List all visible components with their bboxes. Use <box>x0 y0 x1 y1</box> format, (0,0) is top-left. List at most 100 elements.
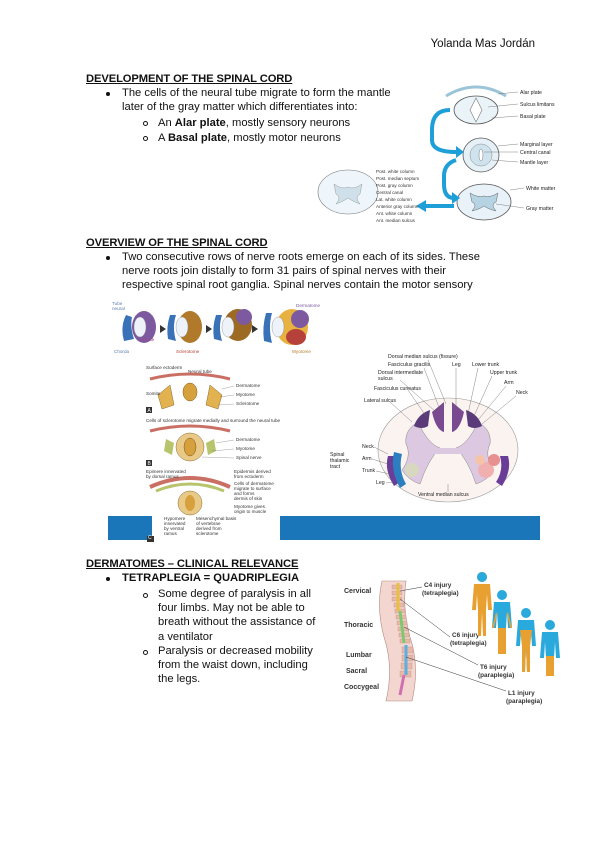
svg-text:Cells of dermatome: Cells of dermatome <box>234 481 274 486</box>
svg-text:T6 injury: T6 injury <box>480 664 507 671</box>
svg-text:B: B <box>148 461 152 467</box>
section-heading-overview: OVERVIEW OF THE SPINAL CORD <box>86 237 268 249</box>
svg-text:Gray matter: Gray matter <box>526 206 554 212</box>
svg-text:thalamic: thalamic <box>330 458 350 464</box>
sub-bullet <box>143 121 148 126</box>
tetraplegia-heading: TETRAPLEGIA = QUADRIPLEGIA <box>122 572 300 584</box>
sub-bullet <box>143 136 148 141</box>
svg-text:Central canal: Central canal <box>520 150 551 156</box>
svg-text:Central canal: Central canal <box>376 190 403 195</box>
svg-text:Alar plate: Alar plate <box>520 90 542 96</box>
svg-text:from ectoderm: from ectoderm <box>234 474 264 479</box>
svg-text:(paraplegia): (paraplegia) <box>506 698 542 705</box>
svg-text:Lateral sulcus: Lateral sulcus <box>364 398 396 404</box>
spinal-injury-levels-figure: Cervical Thoracic Lumbar Sacral Coccygea… <box>344 580 542 705</box>
section-heading-dermatomes: DERMATOMES – CLINICAL RELEVANCE <box>86 558 299 570</box>
bullet <box>106 256 110 260</box>
svg-text:L1 injury: L1 injury <box>508 690 535 697</box>
svg-text:Neck: Neck <box>516 390 528 396</box>
svg-text:Somite: Somite <box>140 337 155 342</box>
svg-text:Post. gray column: Post. gray column <box>376 183 413 188</box>
svg-text:Anterior gray column: Anterior gray column <box>376 204 419 209</box>
svg-text:Chorda: Chorda <box>114 349 130 354</box>
svg-text:Leg: Leg <box>376 480 385 486</box>
bullet <box>106 92 110 96</box>
svg-text:Cells of sclerotome migrate me: Cells of sclerotome migrate medially and… <box>146 418 280 423</box>
svg-text:Epimere innervated: Epimere innervated <box>146 469 186 474</box>
svg-text:migrate to surface: migrate to surface <box>234 486 271 491</box>
svg-text:Lat. white column: Lat. white column <box>376 197 412 202</box>
svg-text:ramus: ramus <box>164 531 177 536</box>
svg-text:Fasciculus gracilis: Fasciculus gracilis <box>388 362 430 368</box>
paralysis-figures <box>472 572 560 676</box>
svg-text:Post. white column: Post. white column <box>376 169 415 174</box>
svg-text:Dermatome: Dermatome <box>236 437 260 442</box>
svg-text:Myotome: Myotome <box>236 392 255 397</box>
svg-text:Myotome gives: Myotome gives <box>234 504 266 509</box>
section-heading-development: DEVELOPMENT OF THE SPINAL CORD <box>86 73 293 85</box>
svg-text:neural: neural <box>112 306 125 311</box>
paraplegia-description: Paralysis or decreased mobility from the… <box>158 645 313 686</box>
svg-text:innervated: innervated <box>164 521 186 526</box>
development-paragraph: The cells of the neural tube migrate to … <box>122 87 391 114</box>
svg-text:sulcus: sulcus <box>378 376 393 382</box>
svg-text:Sclerotome: Sclerotome <box>176 349 200 354</box>
svg-text:Arm: Arm <box>362 456 372 462</box>
svg-text:of vertebrae: of vertebrae <box>196 521 221 526</box>
svg-text:Arm: Arm <box>504 380 514 386</box>
svg-text:Post. median septum: Post. median septum <box>376 176 419 181</box>
svg-text:Cervical: Cervical <box>344 588 371 595</box>
svg-text:Trunk: Trunk <box>362 468 375 474</box>
svg-text:sclerotome: sclerotome <box>196 531 219 536</box>
svg-text:Ventral median sulcus: Ventral median sulcus <box>418 492 469 498</box>
svg-text:Myotome: Myotome <box>236 446 255 451</box>
svg-text:White matter: White matter <box>526 186 556 192</box>
tetraplegia-description: Some degree of paralysis in all four lim… <box>158 588 316 643</box>
svg-text:Mesenchymal basis: Mesenchymal basis <box>196 516 237 521</box>
overview-paragraph: Two consecutive rows of nerve roots emer… <box>122 251 480 292</box>
svg-text:Mantle layer: Mantle layer <box>520 160 549 166</box>
svg-text:dermis of skin: dermis of skin <box>234 496 263 501</box>
svg-text:Dermatome: Dermatome <box>236 383 260 388</box>
svg-text:Spinal nerve: Spinal nerve <box>236 455 262 460</box>
svg-text:(paraplegia): (paraplegia) <box>478 672 514 679</box>
svg-text:Somite: Somite <box>146 391 161 396</box>
panel-letter-c: C <box>147 535 154 542</box>
svg-text:Hypomere: Hypomere <box>164 516 186 521</box>
svg-text:Dorsal median sulcus (fissure): Dorsal median sulcus (fissure) <box>388 354 458 360</box>
bullet <box>106 577 110 581</box>
somite-panel-c-bottom: Hypomere innervated by ventral ramus Mes… <box>164 516 237 536</box>
svg-text:Sclerotome: Sclerotome <box>236 401 260 406</box>
svg-text:by dorsal ramus: by dorsal ramus <box>146 474 179 479</box>
svg-text:Sacral: Sacral <box>346 668 367 675</box>
svg-text:origin to muscle: origin to muscle <box>234 509 267 514</box>
sub-bullet <box>143 593 148 598</box>
svg-text:Marginal layer: Marginal layer <box>520 142 553 148</box>
person-c4-injury <box>472 572 492 636</box>
spinal-cord-cross-section-figure: Dorsal median sulcus (fissure) Fasciculu… <box>330 354 528 503</box>
svg-text:Dorsal intermediate: Dorsal intermediate <box>378 370 423 376</box>
svg-text:Leg: Leg <box>452 362 461 368</box>
svg-text:(tetraplegia): (tetraplegia) <box>450 640 487 647</box>
alar-plate-item: An Alar plate, mostly sensory neurons <box>158 117 351 129</box>
svg-text:Sulcus limitans: Sulcus limitans <box>520 102 555 108</box>
svg-text:Ant. white column: Ant. white column <box>376 211 413 216</box>
svg-text:Neck: Neck <box>362 444 374 450</box>
svg-text:Surface ectoderm: Surface ectoderm <box>146 365 182 370</box>
figure-panel-mask <box>152 516 280 543</box>
svg-text:A: A <box>148 408 152 414</box>
svg-text:and forms: and forms <box>234 491 255 496</box>
svg-text:(tetraplegia): (tetraplegia) <box>422 590 459 597</box>
svg-text:Ant. median sulcus: Ant. median sulcus <box>376 218 416 223</box>
svg-text:tract: tract <box>330 464 341 470</box>
sub-bullet <box>143 650 148 655</box>
svg-text:derived from: derived from <box>196 526 222 531</box>
svg-text:Basal plate: Basal plate <box>520 114 546 120</box>
svg-text:Neural tube: Neural tube <box>188 369 212 374</box>
svg-text:by ventral: by ventral <box>164 526 184 531</box>
svg-text:Coccygeal: Coccygeal <box>344 684 379 691</box>
svg-text:Upper trunk: Upper trunk <box>490 370 518 376</box>
svg-text:Tube: Tube <box>112 301 123 306</box>
svg-text:Dermatome: Dermatome <box>296 303 320 308</box>
svg-text:C4 injury: C4 injury <box>424 582 452 589</box>
